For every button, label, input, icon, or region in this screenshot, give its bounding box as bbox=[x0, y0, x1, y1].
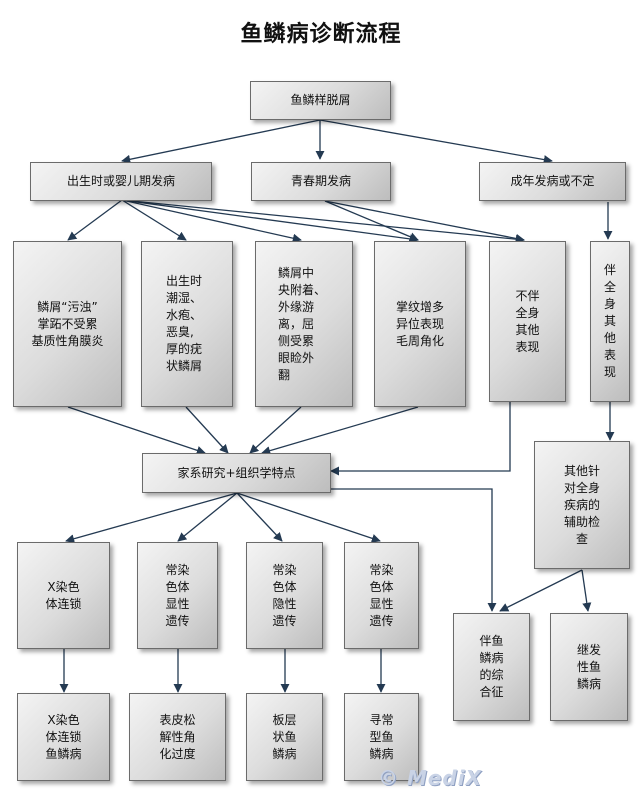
node-secondary: 继发 性鱼 鳞病 bbox=[550, 613, 628, 721]
arrow-birth-nosys bbox=[121, 199, 525, 244]
node-x-linked-ichthyosis: X染色 体连锁 鱼鳞病 bbox=[17, 693, 110, 781]
node-vulgaris: 寻常 型鱼 鳞病 bbox=[344, 693, 419, 781]
arrow-aux-secondary bbox=[581, 569, 592, 612]
arrow-dirty-family bbox=[67, 406, 206, 455]
node-scale-center: 鳞屑中 央附着、 外缘游 离，屈 侧受累 眼睑外 翻 bbox=[255, 241, 353, 407]
arrow-moist-family bbox=[185, 406, 229, 454]
node-birth-infancy: 出生时或婴儿期发病 bbox=[30, 162, 212, 201]
node-aux-exam: 其他针 对全身 疾病的 辅助检 查 bbox=[534, 441, 630, 569]
arrow-adol-nosys bbox=[324, 200, 525, 243]
node-root: 鱼鳞样脱屑 bbox=[250, 81, 391, 120]
node-ar: 常染 色体 隐性 遗传 bbox=[246, 542, 323, 649]
node-dirty-scales: 鳞屑“污浊” 掌跖不受累 基质性角膜炎 bbox=[13, 241, 122, 407]
page-title: 鱼鳞病诊断流程 bbox=[240, 22, 402, 47]
node-no-systemic: 不伴 全身 其他 表现 bbox=[489, 241, 566, 402]
node-lamellar: 板层 状鱼 鳞病 bbox=[246, 693, 323, 781]
arrow-family-ad2 bbox=[236, 492, 381, 543]
arrow-birth-center bbox=[121, 199, 302, 243]
arrow-palm-family bbox=[261, 406, 419, 456]
arrow-adol-palm bbox=[324, 200, 419, 242]
arrow-family-x bbox=[65, 492, 238, 544]
watermark: © MediX bbox=[378, 766, 483, 790]
node-palm-keratosis: 掌纹增多 异位表现 毛周角化 bbox=[374, 241, 466, 407]
node-epidermolytic: 表皮松 解性角 化过度 bbox=[129, 693, 226, 781]
arrow-birth-dirty bbox=[67, 199, 123, 241]
arrow-center-family bbox=[249, 406, 302, 454]
arrow-birth-moist bbox=[121, 199, 187, 241]
node-with-systemic: 伴 全 身 其 他 表 现 bbox=[590, 241, 630, 402]
node-adult-onset: 成年发病或不定 bbox=[479, 162, 626, 201]
arrow-birth-palm bbox=[121, 199, 419, 244]
arrow-family-ar bbox=[236, 492, 283, 542]
node-adolescence: 青春期发病 bbox=[251, 162, 391, 201]
node-ad-2: 常染 色体 显性 遗传 bbox=[344, 542, 419, 649]
node-birth-moist: 出生时 潮湿、 水疱、 恶臭, 厚的疣 状鳞屑 bbox=[141, 241, 233, 407]
node-syndrome: 伴鱼 鳞病 的综 合征 bbox=[453, 613, 530, 721]
arrow-family-ad1 bbox=[177, 492, 238, 542]
node-family-histology: 家系研究+组织学特点 bbox=[142, 453, 331, 493]
arrow-family-syndrome bbox=[331, 488, 497, 612]
arrow-aux-syndrome bbox=[499, 569, 583, 612]
node-x-linked: X染色 体连锁 bbox=[17, 542, 110, 649]
node-ad-1: 常染 色体 显性 遗传 bbox=[137, 542, 218, 649]
arrow-root-birth bbox=[121, 119, 321, 164]
arrow-nosys-family bbox=[330, 402, 511, 476]
arrow-root-adult bbox=[319, 119, 553, 165]
